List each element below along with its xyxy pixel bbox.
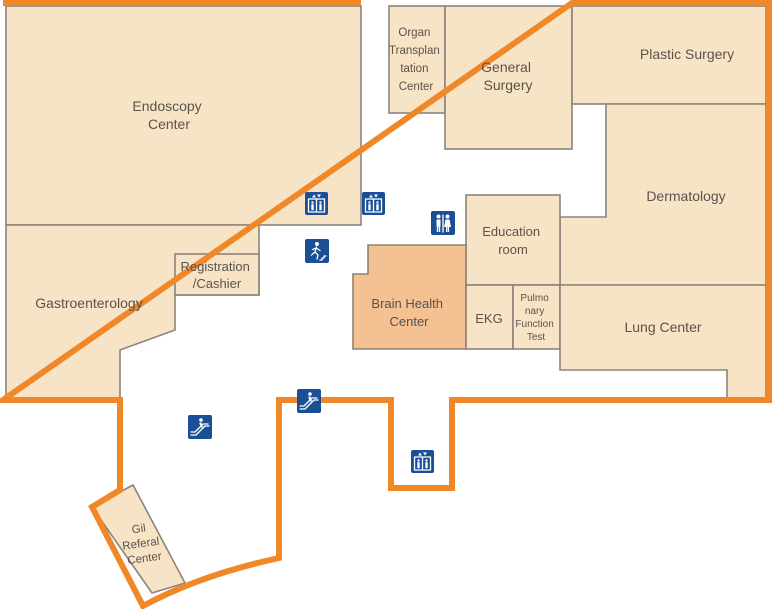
label-dermatology: Dermatology [646,188,725,204]
label-plastic-surgery: Plastic Surgery [640,46,734,62]
label-gastroenterology: Gastroenterology [35,295,142,311]
label-general-surgery: General Surgery [481,59,535,93]
elevator-icon[interactable] [305,192,328,215]
label-organ-transplantation: Organ Transplan tation Center [389,27,443,93]
room-lung-center[interactable] [559,284,767,399]
label-lung-center: Lung Center [624,319,701,335]
label-education-room: Education room [482,224,543,257]
labels: Endoscopy Center Organ Transplan tation … [35,27,734,567]
emergency-exit-icon[interactable] [305,239,329,263]
label-brain-health-center: Brain Health Center [371,296,446,329]
elevator-icon[interactable] [411,450,434,473]
room-education[interactable] [465,194,561,286]
icons [188,192,455,473]
elevator-icon[interactable] [362,192,385,215]
label-registration-cashier: Registration /Cashier [181,259,254,291]
escalator-icon[interactable] [297,389,321,413]
restroom-icon[interactable] [431,211,455,235]
label-endoscopy: Endoscopy Center [132,98,205,132]
room-plastic-surgery[interactable] [571,5,767,105]
label-gil-referral-center: Gil Referal Center [120,520,166,567]
label-ekg: EKG [475,311,502,326]
room-pulmonary-function-test[interactable] [512,284,561,350]
escalator-icon[interactable] [188,415,212,439]
room-brain-health-center[interactable] [352,244,467,350]
label-pulmonary-function-test: Pulmo nary Function Test [515,293,556,343]
room-ekg[interactable] [465,284,514,350]
